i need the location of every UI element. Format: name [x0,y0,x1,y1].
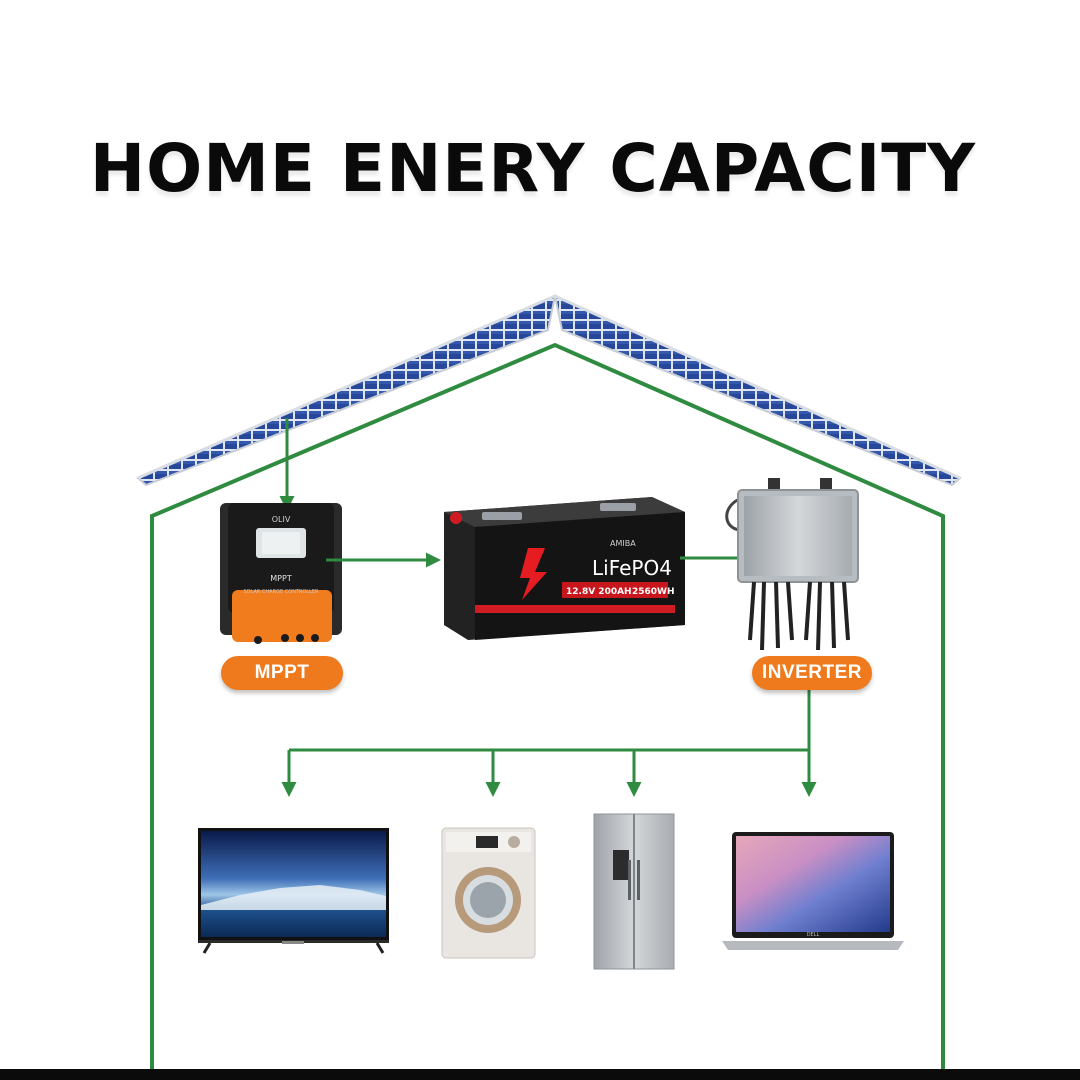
mppt-label: MPPT [221,656,343,690]
battery-spec: 12.8V 200AH [566,587,632,597]
battery-chemistry: LiFePO4 [592,556,672,580]
battery-brand: AMIBA [610,539,636,548]
micro-inverter-icon [725,478,859,651]
laptop-brand: DELL [807,932,820,938]
refrigerator-icon [593,813,675,970]
bottom-border [0,1069,1080,1080]
controller-model: MPPT [270,574,292,583]
mppt-controller-icon: OLIV MPPT SOLAR CHARGE CONTROLLER [220,503,342,644]
inverter-label: INVERTER [752,656,872,690]
controller-subtitle: SOLAR CHARGE CONTROLLER [243,589,319,595]
controller-brand: OLIV [272,515,291,524]
page-title: HOME ENERY CAPACITY [89,130,977,207]
house-outline [150,342,945,1075]
battery-energy: 2560WH [632,587,675,597]
television-icon [198,828,389,954]
lifepo4-battery-icon: AMIBA LiFePO4 12.8V 200AH 2560WH [444,497,685,640]
solar-panel-roof-icon [136,294,962,487]
washing-machine-icon [441,827,536,959]
laptop-icon: DELL [722,832,904,950]
